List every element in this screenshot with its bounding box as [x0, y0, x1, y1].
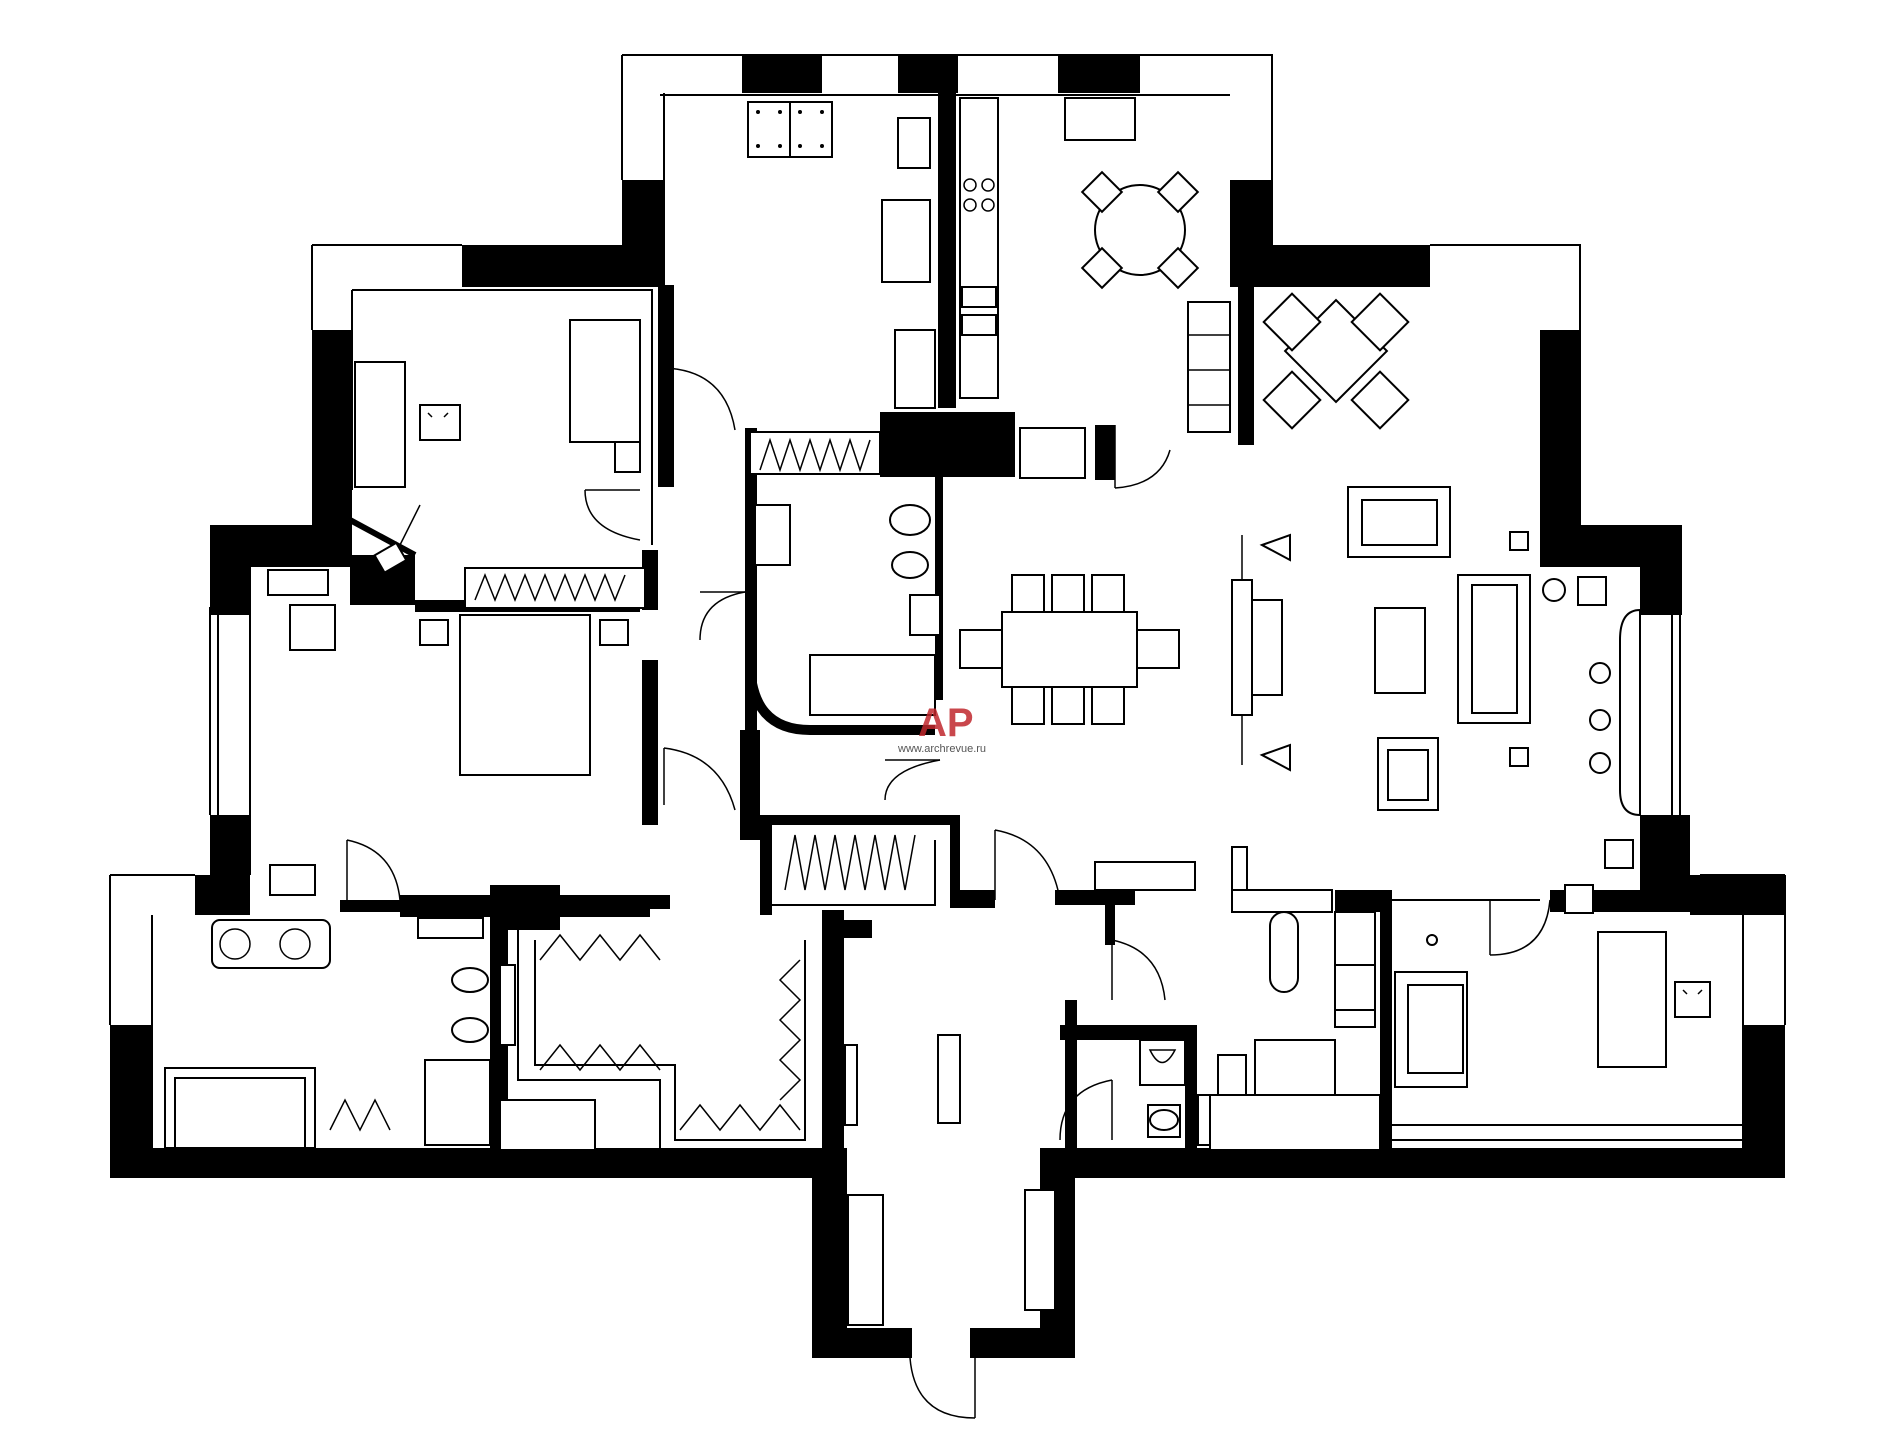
- living-room: [959, 486, 1641, 869]
- room-outlines: [151, 93, 1744, 1148]
- coffee-table: [1374, 607, 1426, 694]
- chair-marks: [427, 412, 1703, 995]
- watermark-logo: AP: [918, 701, 974, 745]
- dining-nook: [1064, 97, 1231, 433]
- office-room: [1394, 884, 1711, 1088]
- master-bedroom: [267, 569, 629, 896]
- double-bed: [459, 614, 591, 776]
- kitchen-counter: [959, 97, 999, 399]
- round-table: [1094, 184, 1186, 276]
- game-table: [1262, 292, 1410, 430]
- bed-small: [569, 319, 641, 443]
- watermark: AP www.archrevue.ru: [897, 701, 986, 755]
- bathroom-2: [164, 917, 596, 1151]
- study-room: [354, 319, 646, 609]
- oven-appliance: [747, 101, 791, 158]
- bathroom-1: [754, 504, 941, 716]
- walk-in-closet: [517, 825, 936, 1148]
- tv-console: [1231, 579, 1253, 716]
- kitchen: [747, 97, 1086, 479]
- watermark-url: www.archrevue.ru: [897, 743, 986, 755]
- interior-walls: [340, 93, 1690, 1150]
- bathtub: [809, 654, 936, 716]
- entrance-hall: [844, 1034, 1056, 1326]
- bathroom-3: [1094, 846, 1381, 1151]
- office-chair: [419, 404, 461, 441]
- desk: [354, 361, 406, 488]
- shoe-cabinet: [1094, 861, 1196, 891]
- exterior-walls: [110, 55, 1785, 1358]
- office-desk: [1597, 931, 1667, 1068]
- office-chair-2: [1674, 981, 1711, 1018]
- hall-bench: [937, 1034, 961, 1124]
- bathroom-walls: [337, 515, 935, 735]
- toilet: [889, 504, 931, 536]
- doors[interactable]: [346, 367, 1551, 1419]
- dining-table: [1001, 611, 1138, 688]
